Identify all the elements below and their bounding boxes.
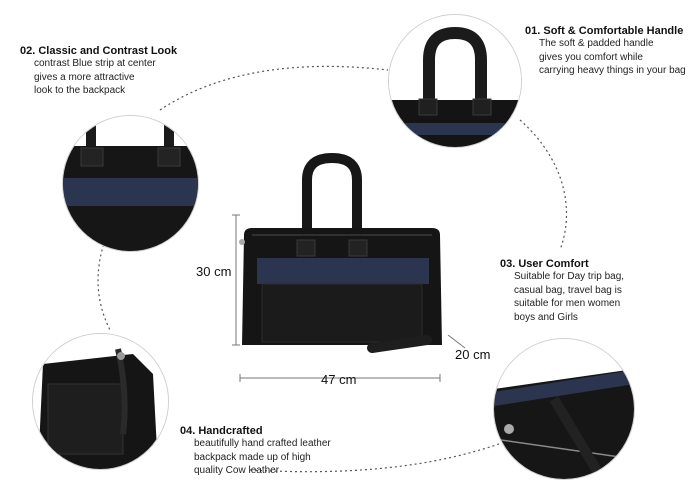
feature-title: Handcrafted [198,425,263,437]
feature-user-comfort: 03. User Comfort Suitable for Day trip b… [500,258,670,324]
feature-number: 01. [525,25,541,37]
feature-soft-handle: 01. Soft & Comfortable Handle The soft &… [525,25,695,78]
height-dimension-label: 30 cm [196,264,232,279]
feature-description: The soft & padded handle gives you comfo… [539,38,686,76]
feature-title: Classic and Contrast Look [38,45,178,57]
bag-main-image [239,152,442,353]
feature-title: User Comfort [518,258,589,270]
feature-number: 04. [180,425,196,437]
feature-description: beautifully hand crafted leather backpac… [194,438,331,476]
depth-dimension-label: 20 cm [455,347,491,362]
side-view-closeup-image [32,333,169,470]
contrast-strip-closeup-image [62,115,199,252]
zipper-closeup-image [493,338,635,480]
width-dimension-label: 47 cm [321,372,357,387]
feature-number: 02. [20,45,36,57]
feature-contrast-look: 02. Classic and Contrast Look contrast B… [20,45,190,98]
feature-handcrafted: 04. Handcrafted beautifully hand crafted… [180,425,370,478]
feature-title: Soft & Comfortable Handle [543,25,684,37]
feature-number: 03. [500,258,516,270]
feature-description: Suitable for Day trip bag, casual bag, t… [514,271,625,323]
feature-description: contrast Blue strip at center gives a mo… [34,58,156,96]
